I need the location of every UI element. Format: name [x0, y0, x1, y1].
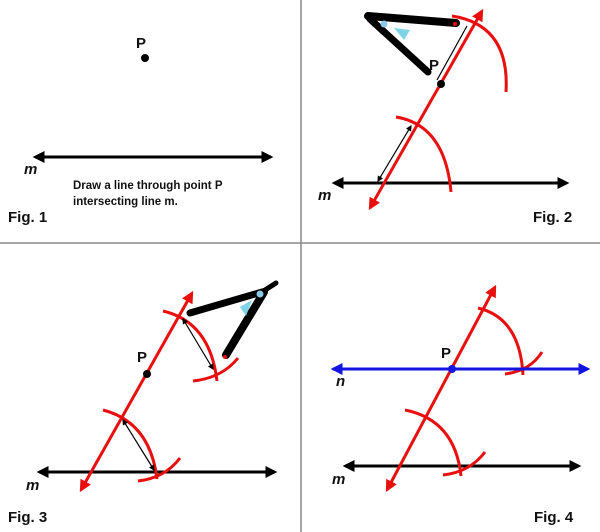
figure-4: m n P Fig. 4	[330, 284, 591, 526]
arc-lower	[395, 115, 453, 193]
point-p-label: P	[441, 345, 451, 362]
point-p	[141, 54, 149, 62]
line-m-label: m	[24, 161, 37, 178]
figure-2: m P Fig. 2	[318, 8, 572, 226]
figure-label: Fig. 2	[533, 209, 572, 226]
point-p-label: P	[137, 349, 147, 366]
arc-upper-cross	[192, 357, 240, 383]
line-m-label: m	[332, 471, 345, 488]
line-m-label: m	[26, 477, 39, 494]
instruction-line-1: Draw a line through point P	[73, 180, 223, 192]
measure-upper	[182, 317, 214, 371]
arc-lower-cross	[137, 457, 182, 483]
measure-lower	[377, 124, 412, 183]
figure-3: m P Fig. 3	[8, 280, 279, 526]
compass-icon	[186, 280, 279, 359]
arc-lower-cross	[442, 451, 487, 477]
point-p	[448, 365, 456, 373]
compass-icon	[364, 12, 460, 76]
point-p	[143, 370, 151, 378]
point-p	[437, 80, 445, 88]
instruction-line-2: intersecting line m.	[73, 196, 178, 208]
measure-upper	[436, 25, 468, 81]
figure-label: Fig. 1	[8, 209, 47, 226]
measure-lower	[122, 418, 155, 472]
arc-upper	[451, 14, 508, 93]
point-p-label: P	[136, 35, 146, 52]
transversal-line	[368, 8, 484, 211]
figure-label: Fig. 4	[534, 509, 574, 526]
transversal-line	[385, 284, 497, 493]
figure-label: Fig. 3	[8, 509, 47, 526]
arc-upper	[477, 306, 525, 376]
transversal-line	[79, 290, 194, 493]
line-m-label: m	[318, 187, 331, 204]
figure-1: P m Draw a line through point P intersec…	[8, 35, 274, 226]
arc-upper	[162, 309, 219, 382]
line-n-label: n	[336, 373, 345, 390]
arc-lower	[102, 408, 159, 480]
point-p-label: P	[429, 57, 439, 74]
